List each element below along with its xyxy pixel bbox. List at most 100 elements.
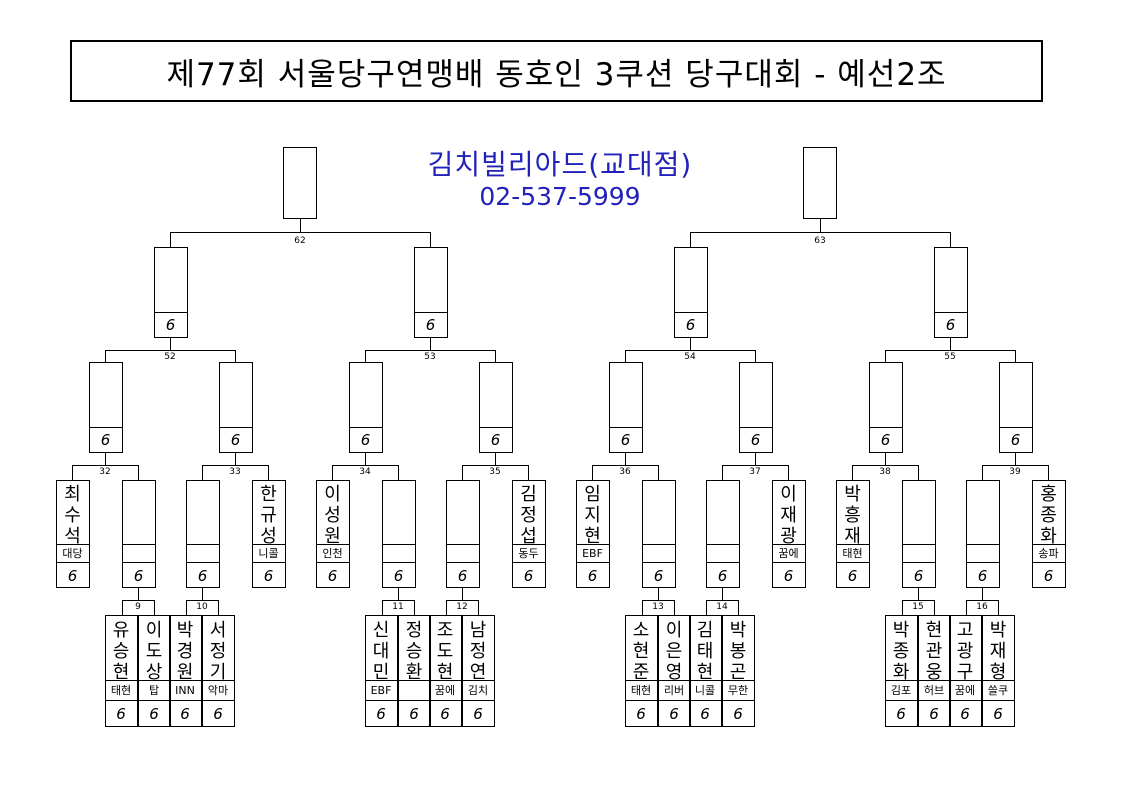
score-mark: 6 [751,431,761,449]
first-round-player-box [365,615,398,727]
player-name-char: 관 [926,641,943,662]
first-round-player-box [202,615,235,727]
seed-name-char: 섭 [520,526,537,547]
score-mark: 6 [361,431,371,449]
score-mark: 6 [166,316,176,334]
bracket-box [609,362,643,453]
seed-name-char: 원 [324,526,341,547]
player-name-char: 환 [406,662,423,683]
score-mark: 6 [588,567,598,585]
score-mark: 6 [1044,567,1054,585]
score-mark: 6 [491,431,501,449]
seed-name-char: 성 [324,505,341,526]
seed-player-box [772,480,806,588]
score-mark: 6 [978,567,988,585]
seed-name-char: 재 [780,505,797,526]
first-round-player-box [625,615,658,727]
player-name-char: 이 [146,620,163,641]
score-mark: 6 [993,705,1003,723]
player-name-char: 도 [146,641,163,662]
player-name-char: 정 [406,620,423,641]
player-name-char: 영 [666,662,683,683]
seed-name-char: 화 [1040,526,1057,547]
player-name-char: 정 [470,641,487,662]
player-name-char: 태 [697,641,714,662]
first-round-player-box [169,615,202,727]
player-name-char: 경 [177,641,194,662]
bracket-box [902,480,936,588]
score-mark: 6 [101,431,111,449]
score-mark: 6 [394,567,404,585]
seed-club: 동두 [518,547,538,560]
bracket-box [706,480,740,588]
match-number: 11 [392,602,403,612]
bracket-box [446,480,480,588]
first-round-player-box [689,615,722,727]
seed-player-box [252,480,286,588]
player-name-char: 박 [177,620,194,641]
seed-player-box [56,480,90,588]
player-name-char: 승 [406,641,423,662]
score-mark: 6 [881,431,891,449]
match-number: 32 [99,467,110,477]
score-mark: 6 [149,705,159,723]
score-mark: 6 [68,567,78,585]
player-name-char: 화 [893,662,910,683]
score-mark: 6 [198,567,208,585]
seed-name-char: 지 [584,505,601,526]
score-mark: 6 [914,567,924,585]
score-mark: 6 [1011,431,1021,449]
match-number: 38 [879,467,891,477]
match-number: 52 [164,352,175,362]
bracket-box [934,247,968,338]
seed-player-box [512,480,546,588]
seed-name-char: 규 [260,505,277,526]
player-name-char: 민 [373,662,390,683]
bracket-box [966,480,1000,588]
score-mark: 6 [960,705,970,723]
player-club: 무한 [728,684,748,697]
score-mark: 6 [409,705,419,723]
score-mark: 6 [669,705,679,723]
player-club: 악마 [208,684,228,697]
first-round-player-box [982,615,1015,727]
score-mark: 6 [116,705,126,723]
seed-name-char: 흥 [844,505,861,526]
player-club: 태현 [631,684,651,697]
seed-name-char: 박 [844,484,861,505]
player-name-char: 상 [146,662,163,683]
first-round-player-box [462,615,495,727]
match-number: 54 [684,352,696,362]
player-club: EBF [371,684,392,697]
player-name-char: 도 [437,641,454,662]
score-mark: 6 [718,567,728,585]
seed-name-char: 석 [64,526,81,547]
first-round-player-box [949,615,982,727]
score-mark: 6 [733,705,743,723]
first-round-player-box [398,615,431,727]
sponsor-phone: 02-537-5999 [479,182,641,211]
first-round-player-box [918,615,951,727]
player-name-char: 현 [633,641,650,662]
seed-name-char: 종 [1040,505,1057,526]
player-name-char: 봉 [730,641,747,662]
bracket-box [479,362,513,453]
match-number: 13 [652,602,663,612]
seed-name-char: 이 [324,484,341,505]
player-club: 허브 [924,684,944,697]
player-name-char: 박 [893,620,910,641]
player-name-char: 광 [957,641,974,662]
score-mark: 6 [621,431,631,449]
match-number: 63 [814,236,825,246]
seed-player-box [316,480,350,588]
player-name-char: 현 [113,662,130,683]
first-round-player-box [885,615,918,727]
seed-club: 송파 [1038,547,1058,560]
player-name-char: 신 [373,620,390,641]
score-mark: 6 [264,567,274,585]
score-mark: 6 [784,567,794,585]
player-name-char: 현 [697,662,714,683]
match-number: 37 [749,467,760,477]
score-mark: 6 [929,705,939,723]
seed-player-box [836,480,870,588]
